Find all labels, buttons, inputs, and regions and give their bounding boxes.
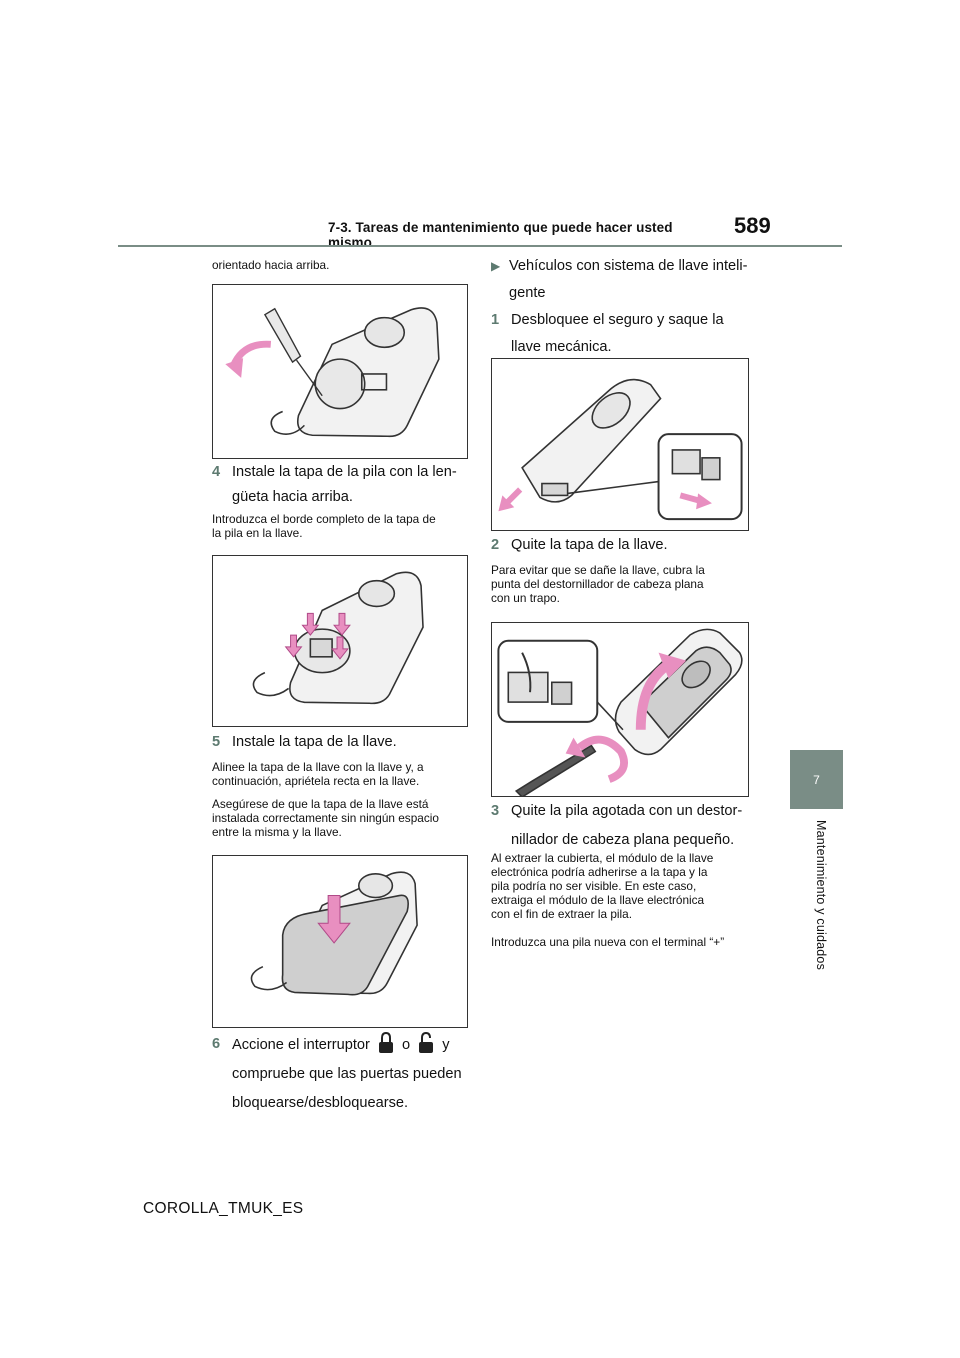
subheading-line1: Vehículos con sistema de llave inteli-	[509, 258, 748, 274]
triangle-bullet-icon: ▶	[491, 259, 501, 273]
step-6-line1b: o	[402, 1037, 411, 1053]
step-r3-note1-line4: extraiga el módulo de la llave electróni…	[491, 893, 705, 907]
chapter-title: Mantenimiento y cuidados	[814, 820, 828, 971]
unlock-icon	[419, 1032, 434, 1053]
step-r3-line1: Quite la pila agotada con un destor-	[511, 803, 743, 819]
step-r3-note1: Al extraer la cubierta, el módulo de la …	[491, 851, 713, 921]
step-5-note1-line2: continuación, apriétela recta en la llav…	[212, 774, 420, 788]
step-4-number: 4	[212, 464, 221, 480]
step-4-line2: güeta hacia arriba.	[232, 489, 353, 505]
step-4-note-line1: Introduzca el borde completo de la tapa …	[212, 512, 436, 526]
subheading-line2: gente	[509, 285, 546, 301]
step-6-number: 6	[212, 1036, 221, 1052]
step-r2: 2 Quite la tapa de la llave.	[491, 533, 761, 558]
step-4-line1: Instale la tapa de la pila con la len-	[232, 464, 457, 480]
lock-icon	[378, 1032, 393, 1053]
figure-remove-cover	[491, 622, 749, 797]
step-r2-note-line3: con un trapo.	[491, 591, 560, 605]
step-6: 6 Accione el interruptor o y	[212, 1032, 482, 1058]
step-r3-note1-line2: electrónica podría adherirse a la tapa y…	[491, 865, 708, 879]
step-6-line2: compruebe que las puertas pueden	[232, 1066, 462, 1082]
doc-code: COROLLA_TMUK_ES	[143, 1200, 304, 1217]
step-r1: 1 Desbloquee el seguro y saque la	[491, 308, 761, 333]
step-r2-note-line1: Para evitar que se dañe la llave, cubra …	[491, 563, 705, 577]
header-divider	[118, 245, 842, 247]
step-6-line1c: y	[442, 1037, 450, 1053]
step-r3-note1-line5: con el fin de extraer la pila.	[491, 907, 632, 921]
step-r2-note: Para evitar que se dañe la llave, cubra …	[491, 563, 705, 605]
step-r3-number: 3	[491, 803, 500, 819]
figure-mechanical-key	[491, 358, 749, 531]
figure-key-cover	[212, 855, 468, 1028]
step-r3-line2: nillador de cabeza plana pequeño.	[511, 832, 735, 848]
step-6-line1a: Accione el interruptor	[232, 1037, 370, 1053]
step-4-note-line2: la pila en la llave.	[212, 526, 303, 540]
step-4-note: Introduzca el borde completo de la tapa …	[212, 512, 436, 540]
chapter-tab: 7	[790, 750, 843, 809]
step-5: 5 Instale la tapa de la llave.	[212, 730, 472, 755]
step-r2-note-line2: punta del destornillador de cabeza plana	[491, 577, 704, 591]
step-5-note2: Asegúrese de que la tapa de la llave est…	[212, 797, 439, 839]
step-r3-note2: Introduzca una pila nueva con el termina…	[491, 935, 725, 949]
figure-screwdriver-battery	[212, 284, 468, 459]
step-4: 4 Instale la tapa de la pila con la len-	[212, 460, 472, 485]
step-5-number: 5	[212, 734, 221, 750]
step-r3-note1-line1: Al extraer la cubierta, el módulo de la …	[491, 851, 714, 865]
subheading: ▶ Vehículos con sistema de llave inteli-	[491, 254, 761, 279]
step-r3: 3 Quite la pila agotada con un destor-	[491, 799, 771, 824]
step-r2-line1: Quite la tapa de la llave.	[511, 537, 668, 553]
step-5-note1: Alinee la tapa de la llave con la llave …	[212, 760, 424, 788]
intro-text: orientado hacia arriba.	[212, 258, 330, 272]
step-r1-number: 1	[491, 312, 500, 328]
step-r2-number: 2	[491, 537, 500, 553]
step-r1-line1: Desbloquee el seguro y saque la	[511, 312, 724, 328]
step-r3-note1-line3: pila podría no ser visible. En este caso…	[491, 879, 697, 893]
step-5-note2-line2: instalada correctamente sin ningún espac…	[212, 811, 439, 825]
step-5-line1: Instale la tapa de la llave.	[232, 734, 397, 750]
step-6-line3: bloquearse/desbloquearse.	[232, 1095, 409, 1111]
step-r1-line2: llave mecánica.	[511, 339, 612, 355]
figure-battery-cover	[212, 555, 468, 727]
step-5-note2-line1: Asegúrese de que la tapa de la llave est…	[212, 797, 429, 811]
page-number: 589	[734, 213, 771, 238]
step-5-note1-line1: Alinee la tapa de la llave con la llave …	[212, 760, 424, 774]
step-5-note2-line3: entre la misma y la llave.	[212, 825, 342, 839]
